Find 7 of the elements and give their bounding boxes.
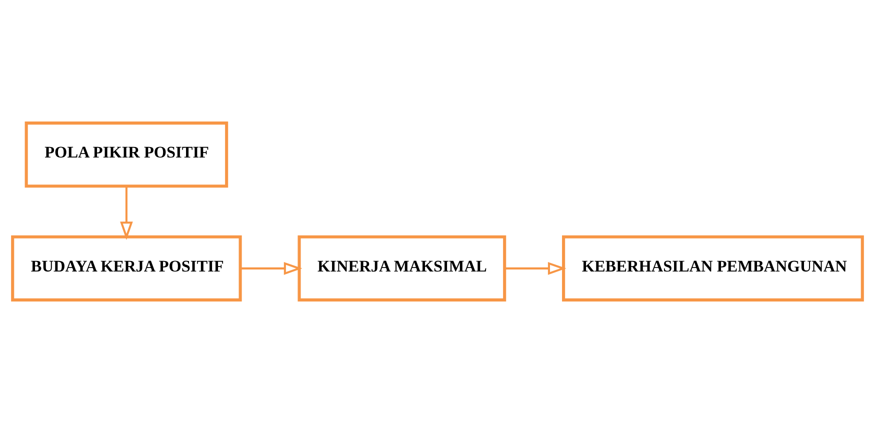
node-box: POLA PIKIR POSITIF (24, 122, 228, 188)
arrow (120, 186, 133, 240)
node-box: KINERJA MAKSIMAL (298, 235, 506, 302)
arrow (240, 262, 302, 275)
arrow (504, 262, 566, 275)
node-box: BUDAYA KERJA POSITIF (11, 235, 242, 302)
node-box: KEBERHASILAN PEMBANGUNAN (562, 235, 864, 302)
